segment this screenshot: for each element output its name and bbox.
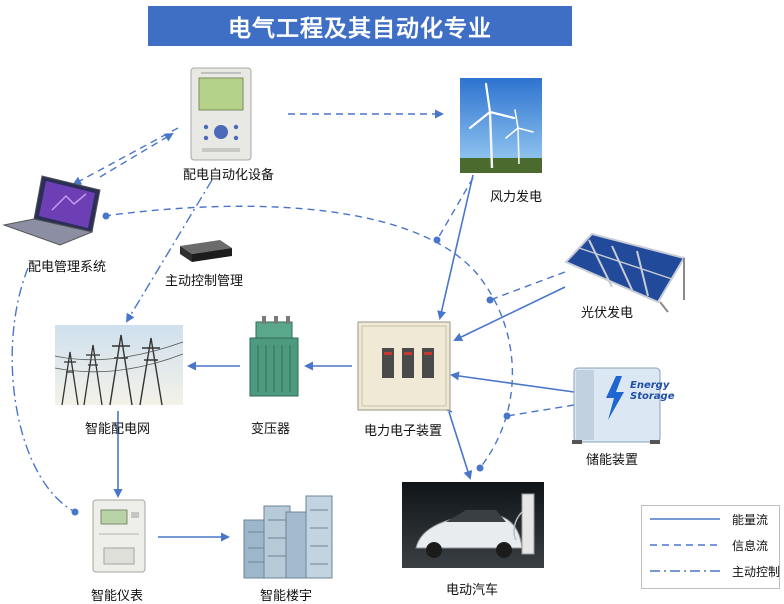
legend-box: 能量流 信息流 主动控制	[641, 505, 780, 589]
battery-text-line1: Energy	[630, 380, 674, 391]
legend-energy-flow-label: 能量流	[732, 511, 768, 528]
building-icon	[244, 496, 332, 578]
legend-dashed-line-sample	[650, 542, 720, 548]
wind-turbine-photo	[460, 78, 542, 173]
legend-info-flow-label: 信息流	[732, 537, 768, 554]
solar-panel-photo	[566, 234, 684, 312]
management-to-automation-line	[100, 134, 172, 177]
solar-info-line	[490, 272, 565, 300]
legend-active-control: 主动控制	[650, 562, 775, 582]
transmission-tower-photo	[55, 325, 183, 405]
label-distribution-management: 配电管理系统	[28, 256, 106, 275]
legend-energy-flow: 能量流	[650, 510, 775, 530]
storage-info-line	[507, 405, 574, 416]
active-control-device-icon	[180, 240, 232, 262]
storage-to-power-electronics-line	[452, 375, 574, 392]
label-electric-vehicle: 电动汽车	[446, 579, 498, 598]
distribution-automation-device-icon	[191, 68, 251, 160]
laptop-icon	[4, 176, 100, 245]
label-smart-grid: 智能配电网	[85, 418, 150, 437]
label-energy-storage: 储能装置	[586, 449, 638, 468]
battery-text-line2: Storage	[630, 391, 674, 402]
label-transformer: 变压器	[251, 418, 290, 437]
automation-to-management-line	[74, 128, 178, 184]
label-power-electronics: 电力电子装置	[364, 420, 442, 439]
legend-dashdot-line-sample	[650, 568, 720, 574]
electric-vehicle-photo	[402, 482, 544, 568]
label-smart-building: 智能楼宇	[260, 585, 312, 604]
legend-solid-line-sample	[650, 516, 720, 522]
solar-to-power-electronics-line	[455, 287, 565, 340]
legend-active-control-label: 主动控制	[732, 563, 780, 580]
power-electronics-cabinet-icon	[358, 322, 450, 410]
power-electronics-to-ev-line	[449, 412, 470, 478]
battery-brand-text: Energy Storage	[630, 380, 674, 402]
smart-meter-icon	[93, 500, 145, 572]
wind-to-power-electronics-line	[440, 175, 473, 318]
label-wind-power: 风力发电	[490, 186, 542, 205]
label-smart-meter: 智能仪表	[91, 585, 143, 604]
label-active-control-management: 主动控制管理	[165, 270, 243, 289]
label-solar-power: 光伏发电	[581, 302, 633, 321]
transformer-icon	[250, 316, 298, 396]
legend-info-flow: 信息流	[650, 536, 775, 556]
label-distribution-automation: 配电自动化设备	[183, 164, 274, 183]
wind-info-line	[437, 178, 473, 240]
